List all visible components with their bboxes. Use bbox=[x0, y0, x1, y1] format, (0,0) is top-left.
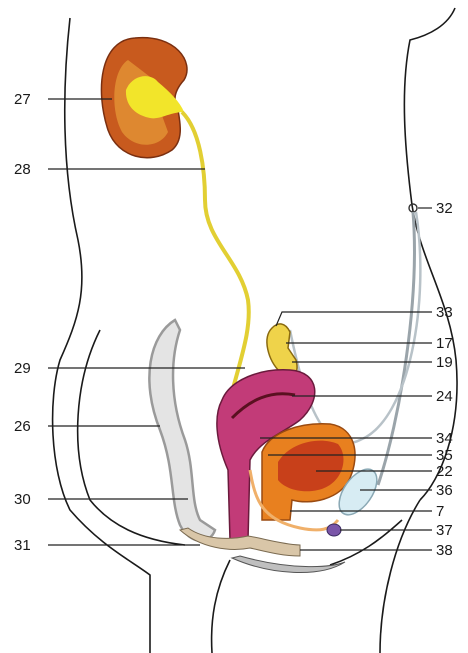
svg-text:29: 29 bbox=[14, 360, 31, 377]
kidney bbox=[101, 38, 187, 158]
label-32: 32 bbox=[418, 200, 453, 217]
svg-text:30: 30 bbox=[14, 491, 31, 508]
svg-text:37: 37 bbox=[436, 522, 453, 539]
svg-text:24: 24 bbox=[436, 388, 453, 405]
svg-text:36: 36 bbox=[436, 482, 453, 499]
svg-text:35: 35 bbox=[436, 447, 453, 464]
label-30: 30 bbox=[14, 491, 188, 508]
svg-text:7: 7 bbox=[436, 503, 444, 520]
svg-text:28: 28 bbox=[14, 161, 31, 178]
label-26: 26 bbox=[14, 418, 160, 435]
svg-text:19: 19 bbox=[436, 354, 453, 371]
ureter bbox=[182, 112, 249, 400]
label-29: 29 bbox=[14, 360, 245, 377]
leg-outline-right bbox=[380, 500, 420, 653]
svg-text:31: 31 bbox=[14, 537, 31, 554]
label-7: 7 bbox=[290, 503, 444, 520]
rectum bbox=[149, 320, 215, 541]
svg-text:34: 34 bbox=[436, 430, 453, 447]
hip-outline-right bbox=[330, 520, 402, 565]
svg-text:22: 22 bbox=[436, 463, 453, 480]
bulbourethral-gland bbox=[327, 524, 341, 536]
svg-text:38: 38 bbox=[436, 542, 453, 559]
svg-text:26: 26 bbox=[14, 418, 31, 435]
body-outline-right bbox=[404, 8, 457, 500]
label-17: 17 bbox=[286, 335, 453, 352]
label-19: 19 bbox=[292, 354, 453, 371]
leg-outline-left bbox=[212, 560, 230, 653]
svg-text:32: 32 bbox=[436, 200, 453, 217]
label-24: 24 bbox=[292, 388, 453, 405]
label-38: 38 bbox=[300, 542, 453, 559]
label-31: 31 bbox=[14, 537, 200, 554]
seminal-vesicle bbox=[267, 324, 297, 377]
label-27: 27 bbox=[14, 91, 112, 108]
svg-text:17: 17 bbox=[436, 335, 453, 352]
svg-text:27: 27 bbox=[14, 91, 31, 108]
penis-base bbox=[232, 556, 345, 573]
svg-text:33: 33 bbox=[436, 304, 453, 321]
label-28: 28 bbox=[14, 161, 205, 178]
label-33: 33 bbox=[276, 304, 453, 326]
spermatic-cord bbox=[378, 212, 414, 485]
